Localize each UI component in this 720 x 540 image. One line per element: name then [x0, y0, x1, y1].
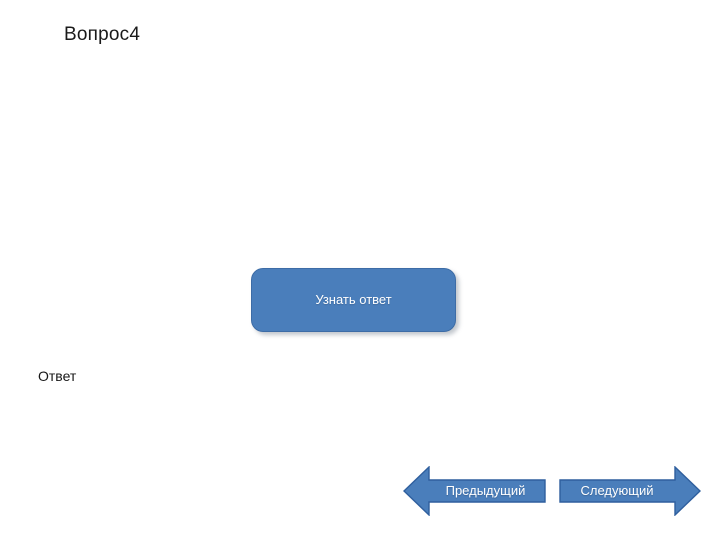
next-button[interactable]: Следующий — [559, 466, 701, 516]
reveal-answer-button-label: Узнать ответ — [315, 292, 392, 307]
arrow-left-icon — [403, 466, 546, 516]
reveal-answer-button[interactable]: Узнать ответ — [251, 268, 456, 332]
previous-button[interactable]: Предыдущий — [403, 466, 546, 516]
page-title: Вопрос4 — [64, 24, 141, 45]
answer-label: Ответ — [38, 368, 77, 384]
arrow-right-icon — [559, 466, 701, 516]
